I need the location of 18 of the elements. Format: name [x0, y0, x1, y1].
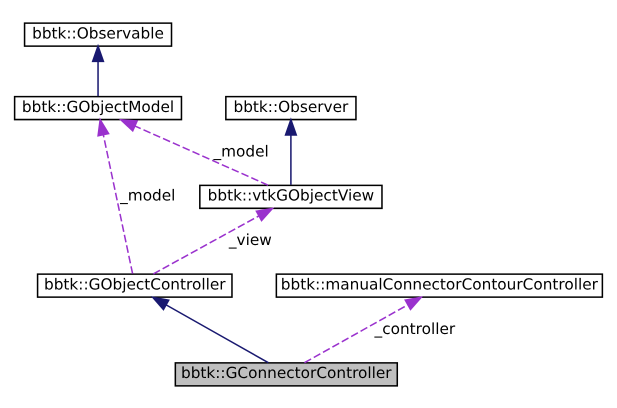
arrow — [97, 116, 134, 274]
edge-label: _model — [120, 186, 176, 204]
edge-label: _model — [214, 142, 269, 160]
edge-label: _view — [228, 230, 272, 249]
arrow — [92, 43, 104, 96]
node-box: bbtk::GConnectorController — [174, 362, 398, 386]
arrow — [304, 296, 424, 363]
node-box: bbtk::Observer — [225, 95, 357, 120]
arrow — [150, 296, 269, 363]
arrow — [118, 118, 268, 186]
node-box: bbtk::GObjectModel — [14, 95, 182, 120]
node-box: bbtk::manualConnectorContourController — [276, 272, 604, 298]
arrow — [284, 116, 298, 184]
arrow — [152, 206, 274, 274]
node-box: bbtk::Observable — [24, 22, 172, 46]
node-box: bbtk::vtkGObjectView — [199, 184, 383, 209]
edge-label: _controller — [374, 319, 456, 338]
node-box: bbtk::GObjectController — [36, 272, 233, 298]
